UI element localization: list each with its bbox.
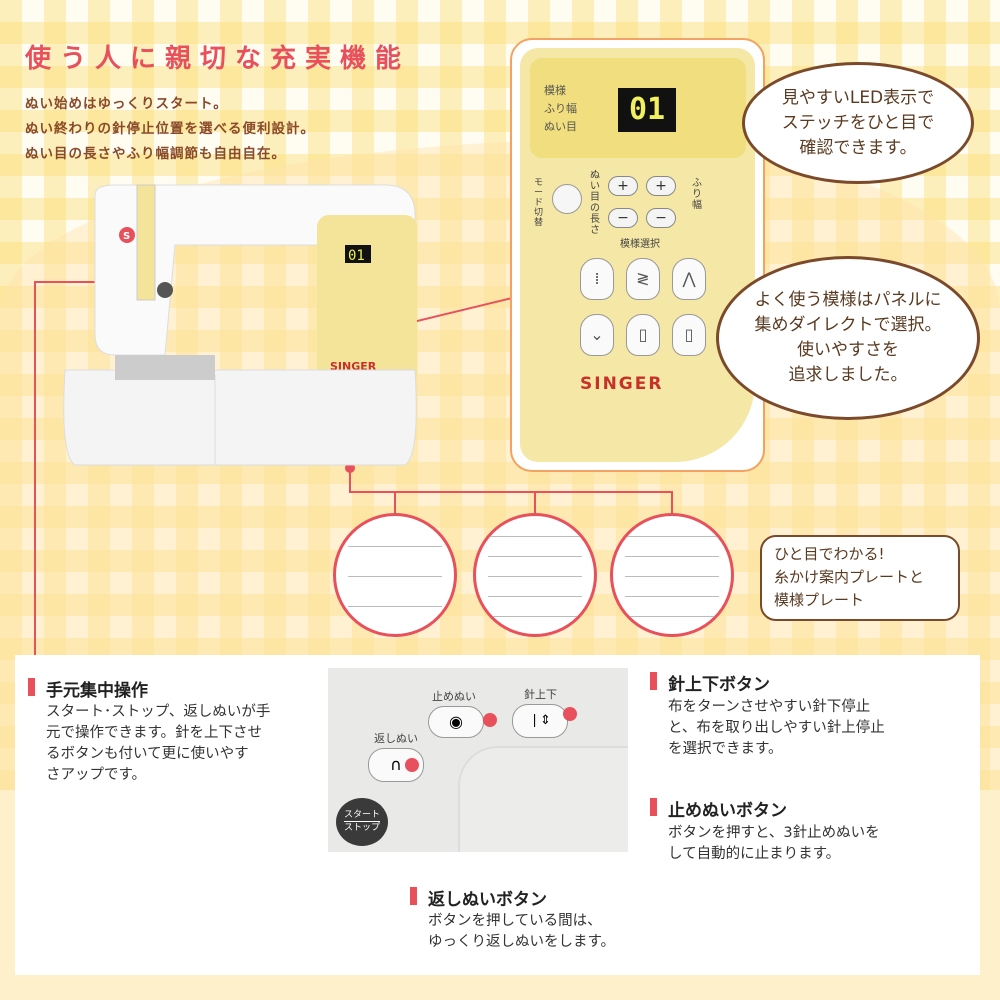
bubble-text: よく使う模様はパネルに [754,290,942,310]
start-stop-button[interactable]: スタートストップ [336,798,388,846]
bubble-text: 集めダイレクトで選択。 [754,315,942,335]
indicator-length: ぬい目 [544,120,577,133]
reverse-stitch-button[interactable]: ∩ [368,748,424,782]
start-label: スタート [344,810,381,822]
feature-text: と、布を取り出しやすい針上停止 [668,720,885,736]
marker-dot [405,758,419,772]
control-panel-closeup: 模様 ふり幅 ぬい目 01 モード切替 ぬい目の長さ + + − − ふり幅 模… [510,38,765,472]
bubble-text: ステッチをひと目で [781,112,935,133]
width-minus-button[interactable]: − [646,208,676,228]
feature-text: ゆっくり返しぬいをします。 [428,934,616,950]
width-plus-button[interactable]: + [646,176,676,196]
feature-title-lock: 止めぬいボタン [650,796,787,821]
pattern-blind-button[interactable]: ⌄ [580,314,614,356]
bubble-text: 追求しました。 [788,365,908,385]
led-display: 01 [618,88,676,132]
button-closeup-photo: 止めぬい 針上下 返しぬい ◉ ❘⇕ ∩ スタートストップ [328,668,628,852]
needle-label: 針上下 [524,688,557,701]
marker-dot [483,713,497,727]
stop-label: ストップ [343,823,380,833]
bubble-text: 糸かけ案内プレートと [774,568,925,586]
indicator-pattern: 模様 [544,84,566,97]
pattern-buttonhole2-button[interactable]: ▯ [672,314,706,356]
length-minus-button[interactable]: − [608,208,638,228]
bubble-text: 模様プレート [774,591,865,609]
needle-up-down-button[interactable]: ❘⇕ [512,704,568,738]
feature-text: 元で操作できます。針を上下させ [46,725,263,741]
bubble-text: 使いやすさを [797,340,899,360]
intro-line: ぬい始めはゆっくりスタート。 [25,96,228,112]
feature-text: るボタンも付いて更に使いやす [46,746,249,762]
pattern-buttonhole-button[interactable]: ▯ [626,314,660,356]
pattern-straight-button[interactable]: ⁞ [580,258,614,300]
pattern-plate-2 [610,513,734,637]
mode-button[interactable] [552,184,582,214]
bubble-text: 見やすいLED表示で [781,87,935,108]
mode-label: モード切替 [534,178,544,228]
pattern-plate [473,513,597,637]
feature-title-needle: 針上下ボタン [650,670,770,695]
threading-guide-plate [333,513,457,637]
feature-title-hand: 手元集中操作 [28,676,148,701]
bubble-text: ひと目でわかる! [774,545,885,563]
sewing-machine-image: 01 SINGER S [63,184,417,466]
intro-line: ぬい終わりの針停止位置を選べる便利設計。 [25,121,315,137]
length-plus-button[interactable]: + [608,176,638,196]
feature-text: スタート･ストップ、返しぬいが手 [46,704,271,720]
svg-text:01: 01 [348,248,365,264]
feature-text: 布をターンさせやすい針下停止 [668,699,871,715]
feature-text: を選択できます。 [668,741,783,757]
intro-line: ぬい目の長さやふり幅調節も自由自在。 [25,146,286,162]
reverse-label: 返しぬい [374,732,418,745]
lock-stitch-label: 止めぬい [432,690,476,703]
pattern-zigzag-button[interactable]: ≷ [626,258,660,300]
feature-text: さアップです。 [46,767,147,783]
svg-text:S: S [123,231,130,242]
page-title: 使う人に親切な充実機能 [25,44,411,74]
brand-logo: SINGER [580,374,664,394]
pattern-triple-zigzag-button[interactable]: ⋀ [672,258,706,300]
width-label: ふり幅 [692,178,702,211]
stitch-length-label: ぬい目の長さ [590,170,600,236]
indicator-width: ふり幅 [544,102,577,115]
bubble-plates: ひと目でわかる! 糸かけ案内プレートと模様プレート [760,535,960,621]
bubble-text: 確認できます。 [799,137,917,158]
marker-dot [563,707,577,721]
bubble-led: 見やすいLED表示でステッチをひと目で確認できます。 [742,62,974,184]
lock-stitch-button[interactable]: ◉ [428,706,484,738]
feature-title-reverse: 返しぬいボタン [410,885,547,910]
bubble-patterns: よく使う模様はパネルに集めダイレクトで選択。使いやすさを追求しました。 [716,256,980,420]
feature-text: ボタンを押すと、3針止めぬいを [668,825,880,841]
feature-text: して自動的に止まります。 [668,846,841,862]
pattern-select-label: 模様選択 [620,239,660,250]
feature-text: ボタンを押している間は、 [428,913,602,929]
